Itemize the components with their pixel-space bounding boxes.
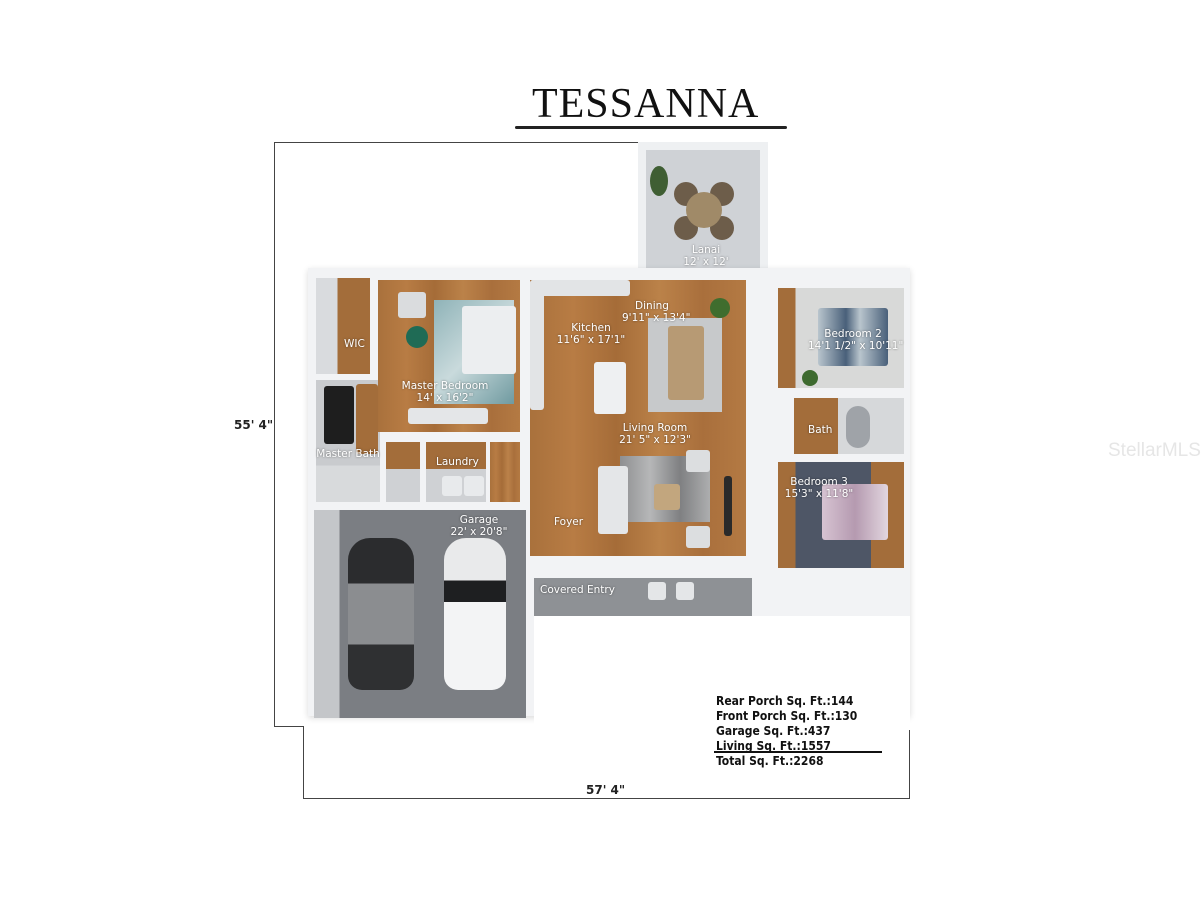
bed-icon <box>462 306 516 374</box>
floor-plan: Lanai 12' x 12' WIC Master Bath Master B… <box>304 142 910 730</box>
chair-icon <box>648 582 666 600</box>
area-row-total: Total Sq. Ft.:2268 <box>716 754 824 768</box>
title-underline <box>515 126 787 129</box>
room-wic: WIC <box>316 278 370 374</box>
ottoman-icon <box>406 326 428 348</box>
height-dimension-label: 55' 4" <box>234 418 274 432</box>
room-lanai: Lanai 12' x 12' <box>638 142 768 268</box>
dimension-line-bottom-left <box>303 726 304 799</box>
vanity-icon <box>324 386 354 444</box>
sofa-icon <box>598 466 628 534</box>
bathtub-icon <box>846 406 870 448</box>
dimension-line-left <box>274 142 275 727</box>
room-bedroom-3: Bedroom 3 15'3" x 11'8" <box>778 462 904 568</box>
room-label-lanai: Lanai 12' x 12' <box>683 244 729 268</box>
room-label-bedroom-2: Bedroom 2 14'1 1/2" x 10'11" <box>808 328 904 352</box>
dryer-icon <box>464 476 484 496</box>
room-label-wic: WIC <box>344 338 365 350</box>
chair-icon <box>676 582 694 600</box>
room-label-dining: Dining 9'11" x 13'4" <box>622 300 691 324</box>
room-label-master-bath: Master Bath <box>316 448 380 460</box>
width-dimension-label: 57' 4" <box>586 783 626 797</box>
room-laundry: Laundry <box>426 442 486 502</box>
room-covered-entry: Covered Entry <box>534 578 752 616</box>
area-row-garage: Garage Sq. Ft.:437 <box>716 724 831 738</box>
dimension-line-top <box>274 142 642 143</box>
watermark: StellarMLS <box>1108 440 1201 461</box>
room-bath: Bath <box>794 398 904 454</box>
room-label-bedroom-3: Bedroom 3 15'3" x 11'8" <box>784 476 854 500</box>
room-label-laundry: Laundry <box>436 456 479 468</box>
armchair-icon <box>686 526 710 548</box>
kitchen-counter-side <box>530 280 544 410</box>
coffee-table-icon <box>654 484 680 510</box>
washer-icon <box>442 476 462 496</box>
plant-icon <box>710 298 730 318</box>
room-label-foyer: Foyer <box>554 516 584 528</box>
area-row-front-porch: Front Porch Sq. Ft.:130 <box>716 709 858 723</box>
summary-divider <box>714 751 882 753</box>
room-master-bath: Master Bath <box>316 380 380 502</box>
room-water-closet <box>386 442 420 502</box>
dining-table-icon <box>668 326 704 400</box>
plan-title: TESSANNA <box>532 81 760 127</box>
plant-icon <box>650 166 668 196</box>
room-label-covered-entry: Covered Entry <box>540 584 615 596</box>
dark-car-icon <box>348 538 414 690</box>
kitchen-island-icon <box>594 362 626 414</box>
dimension-line-step <box>274 726 304 727</box>
armchair-icon <box>686 450 710 472</box>
room-label-master-bedroom: Master Bedroom 14' x 16'2" <box>401 380 489 404</box>
dimension-line-bottom <box>303 798 910 799</box>
room-bedroom-2: Bedroom 2 14'1 1/2" x 10'11" <box>778 288 904 388</box>
room-linen <box>490 442 520 502</box>
dresser-icon <box>408 408 488 424</box>
area-row-living: Living Sq. Ft.:1557 <box>716 739 831 753</box>
bed-icon <box>822 484 888 540</box>
area-summary: Rear Porch Sq. Ft.:144 Front Porch Sq. F… <box>716 694 857 769</box>
room-label-living-room: Living Room 21' 5" x 12'3" <box>619 422 691 446</box>
room-label-garage: Garage 22' x 20'8" <box>450 514 508 538</box>
entry-white-area <box>534 616 910 730</box>
bed-icon <box>818 308 888 366</box>
room-garage: Garage 22' x 20'8" <box>314 510 526 718</box>
vanity-floor <box>356 384 378 454</box>
room-master-bedroom: Master Bedroom 14' x 16'2" <box>378 280 520 432</box>
plant-icon <box>802 370 818 386</box>
area-row-rear-porch: Rear Porch Sq. Ft.:144 <box>716 694 854 708</box>
tv-console-icon <box>724 476 732 536</box>
room-label-bath: Bath <box>808 424 833 436</box>
room-label-kitchen: Kitchen 11'6" x 17'1" <box>556 322 626 346</box>
room-great-room: Kitchen 11'6" x 17'1" Dining 9'11" x 13'… <box>530 280 746 556</box>
white-car-icon <box>444 538 506 690</box>
armchair-icon <box>398 292 426 318</box>
dining-table-icon <box>686 192 722 228</box>
kitchen-counter <box>530 280 630 296</box>
